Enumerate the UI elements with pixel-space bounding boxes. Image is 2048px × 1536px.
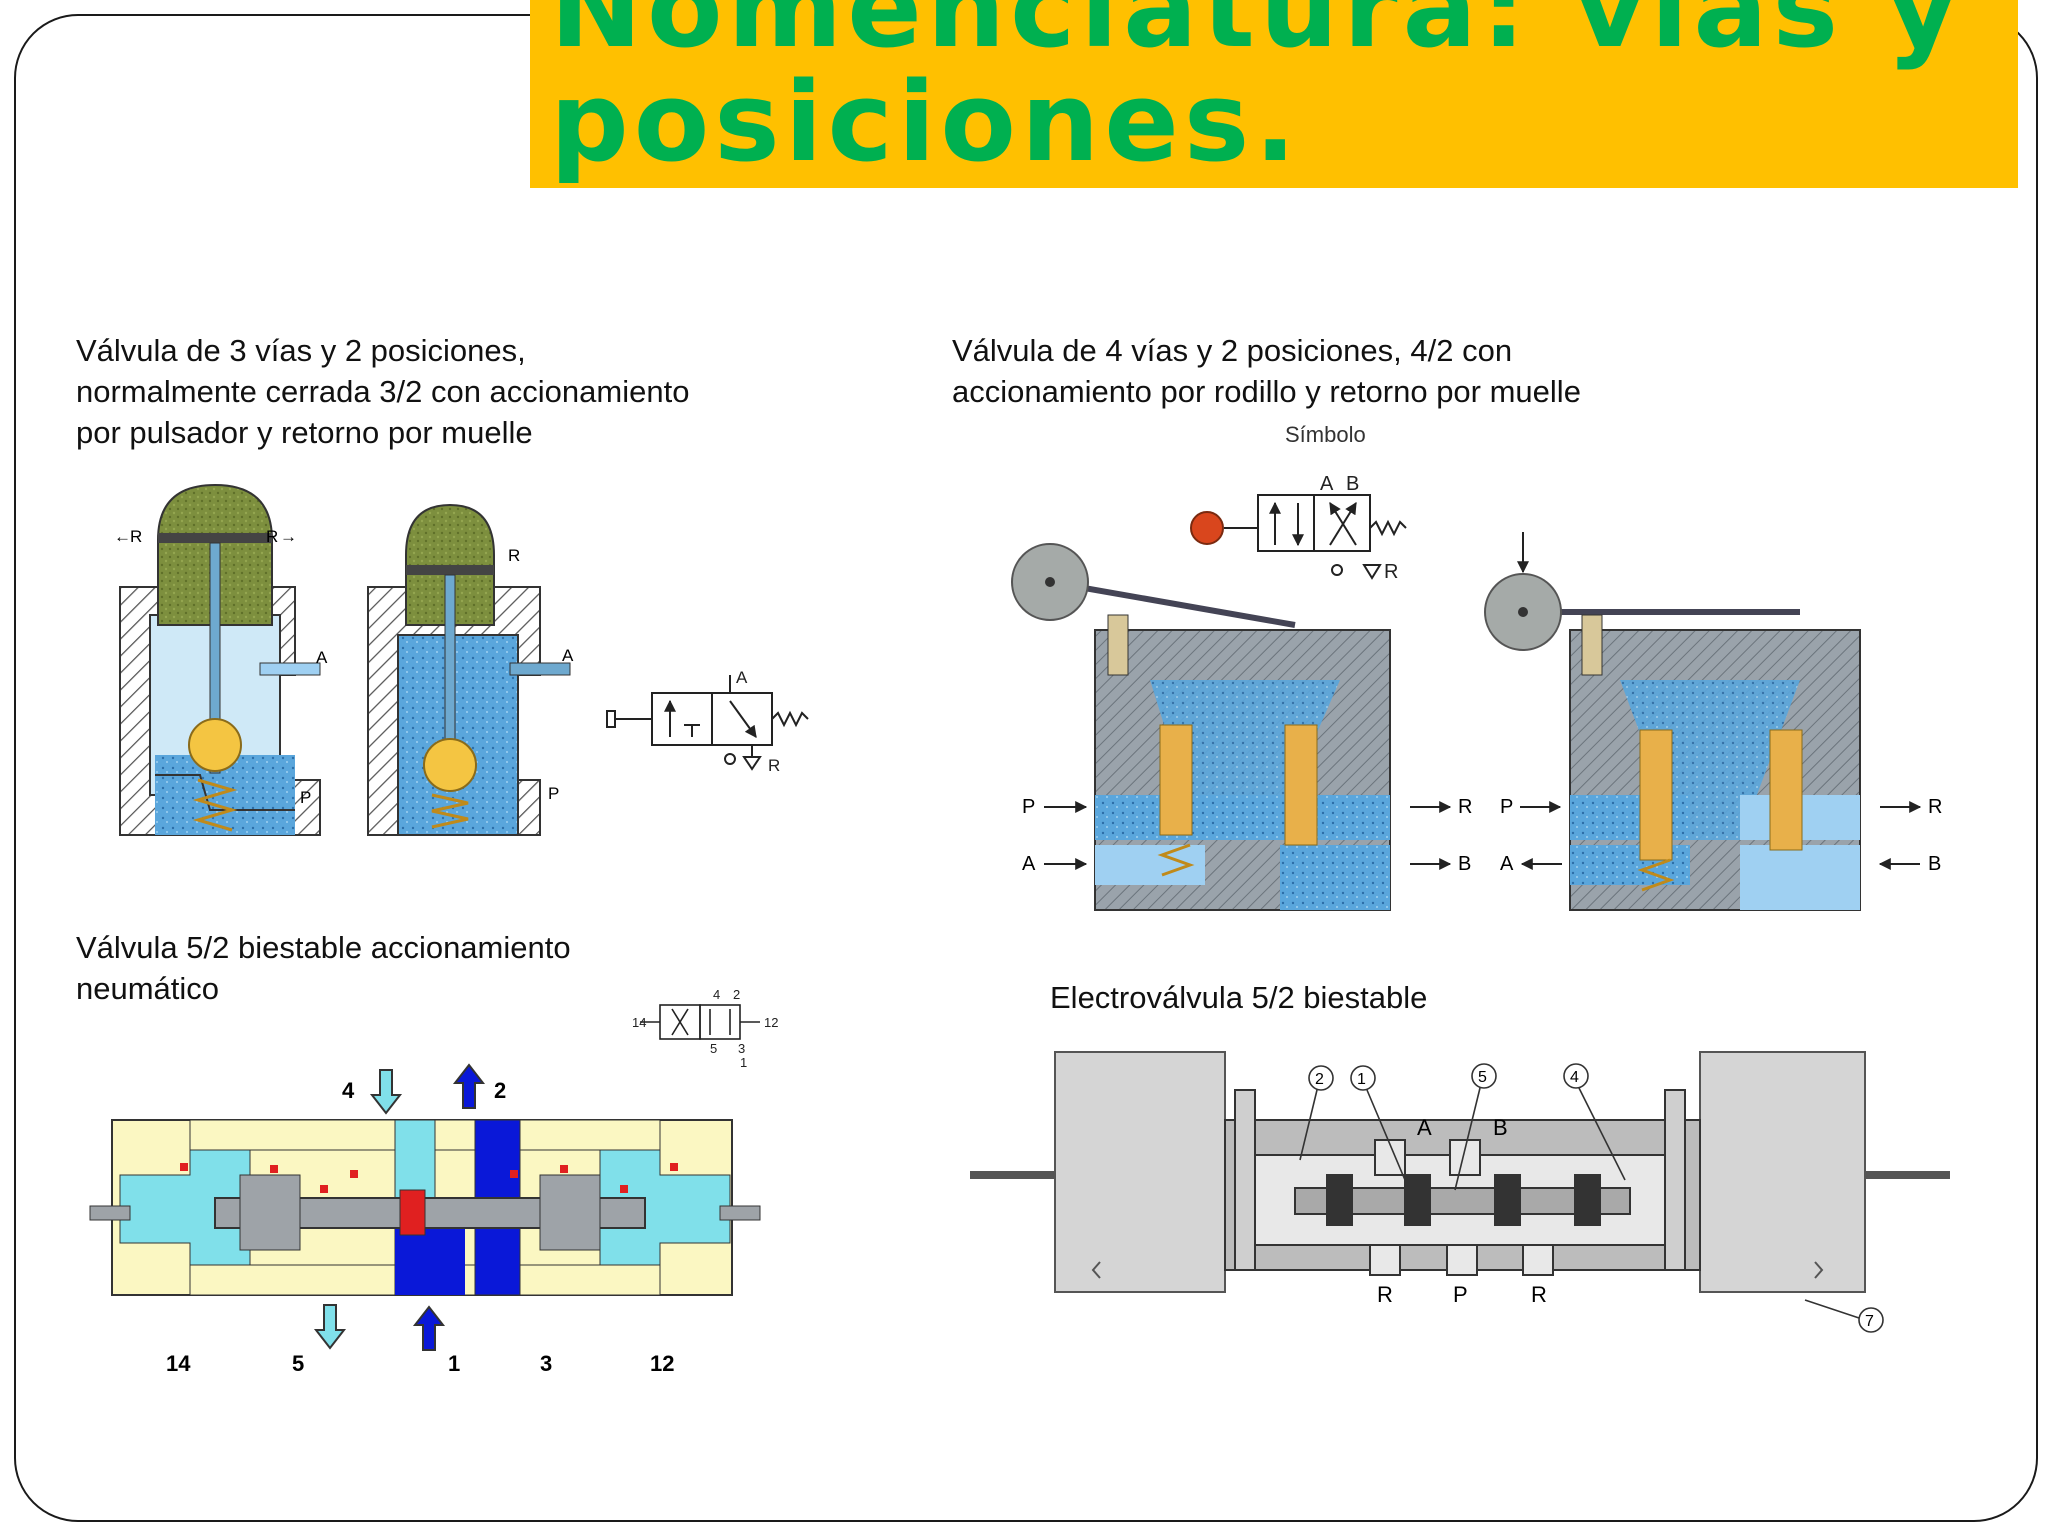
port-5-label: 5: [292, 1351, 304, 1376]
diagram-valve-3-2: ←R R→ A P R A P A R: [114, 483, 809, 836]
svg-text:←: ←: [114, 527, 131, 546]
port-b-label-left: B: [1458, 853, 1471, 875]
port-14-label: 14: [166, 1351, 191, 1376]
port-p-label: P: [300, 788, 311, 807]
callout-2: 2: [1315, 1071, 1324, 1088]
symbol-5-2-pneumatic: 14 12 4 2 5 3 1: [632, 987, 778, 1070]
port-r-label-right: R: [1531, 1282, 1547, 1307]
port-r-label-left: R: [1377, 1282, 1393, 1307]
port-a-label-left: A: [1022, 853, 1036, 875]
valve-3-2-actuated: R A P: [367, 503, 574, 836]
svg-text:5: 5: [710, 1041, 717, 1056]
svg-text:4: 4: [713, 987, 720, 1002]
callout-1: 1: [1357, 1071, 1366, 1088]
symbol-4-2: A B R: [1190, 473, 1407, 583]
title-banner: Nomenclatura: vías y posiciones.: [530, 0, 2018, 188]
port-1-label: 1: [448, 1351, 460, 1376]
diagram-solenoid-valve-5-2: 2 1 5 4 7 A B R P R: [970, 1051, 1950, 1333]
symbol-port-b: B: [1346, 473, 1359, 495]
port-12-label: 12: [650, 1351, 674, 1376]
callout-7: 7: [1865, 1313, 1874, 1330]
svg-text:3: 3: [738, 1041, 745, 1056]
svg-text:12: 12: [764, 1015, 778, 1030]
port-r-label-right: R: [266, 527, 278, 546]
port-arrows: [313, 1063, 486, 1351]
svg-text:14: 14: [632, 1015, 646, 1030]
port-2-label: 2: [494, 1078, 506, 1103]
diagram-valve-5-2-pneumatic: 14 12 4 2 5 3 1 4 2 14 5 1 3 12: [89, 987, 778, 1376]
caption-valve-5-2-pneumatic: Válvula 5/2 biestable accionamiento neum…: [76, 930, 571, 1006]
port-a-label-actuated: A: [562, 646, 574, 665]
valve-5-2-pneumatic-body: [89, 1119, 761, 1296]
caption-valve-3-2: Válvula de 3 vías y 2 posiciones, normal…: [76, 333, 690, 450]
port-p-label-left: P: [1022, 796, 1035, 818]
symbol-label: Símbolo: [1285, 422, 1366, 447]
callout-5: 5: [1478, 1069, 1487, 1086]
callouts: [1299, 1063, 1884, 1333]
solenoid-left: [1054, 1051, 1226, 1293]
port-r-label-left: R: [130, 527, 142, 546]
symbol-3-2: A R: [606, 668, 809, 775]
port-p-label-actuated: P: [548, 784, 559, 803]
caption-solenoid-valve-5-2: Electroválvula 5/2 biestable: [1050, 980, 1428, 1015]
valve-4-2-rest: P A R B: [1484, 532, 1942, 911]
symbol-port-r: R: [1384, 561, 1398, 583]
valve-4-2-actuated: P A R B: [1011, 543, 1472, 911]
callout-4: 4: [1570, 1069, 1579, 1086]
port-r-label-right: R: [1928, 796, 1942, 818]
port-a-label: A: [316, 648, 328, 667]
caption-valve-4-2: Válvula de 4 vías y 2 posiciones, 4/2 co…: [952, 333, 1581, 409]
slide-title-line-1: Nomenclatura: vías y: [550, 0, 1964, 72]
symbol-port-r: R: [768, 756, 780, 775]
svg-text:→: →: [280, 527, 297, 546]
port-p-label-right: P: [1500, 796, 1513, 818]
diagram-valve-4-2: Símbolo A B R P A R B: [1011, 422, 1942, 911]
port-b-label: B: [1493, 1115, 1508, 1140]
valve-3-2-rest: ←R R→ A P: [114, 483, 328, 836]
port-p-label: P: [1453, 1282, 1468, 1307]
port-4-label: 4: [342, 1078, 355, 1103]
svg-text:2: 2: [733, 987, 740, 1002]
port-a-label-right: A: [1500, 853, 1514, 875]
port-r-label-actuated: R: [508, 546, 520, 565]
symbol-port-a: A: [1320, 473, 1334, 495]
solenoid-right: [1699, 1051, 1866, 1293]
port-b-label-right: B: [1928, 853, 1941, 875]
symbol-port-a: A: [736, 668, 748, 687]
port-r-label-left: R: [1458, 796, 1472, 818]
slide-title-line-2: posiciones.: [550, 58, 1302, 186]
svg-text:1: 1: [740, 1055, 747, 1070]
port-3-label: 3: [540, 1351, 552, 1376]
solenoid-valve-body: [1224, 1089, 1701, 1276]
port-a-label: A: [1417, 1115, 1432, 1140]
